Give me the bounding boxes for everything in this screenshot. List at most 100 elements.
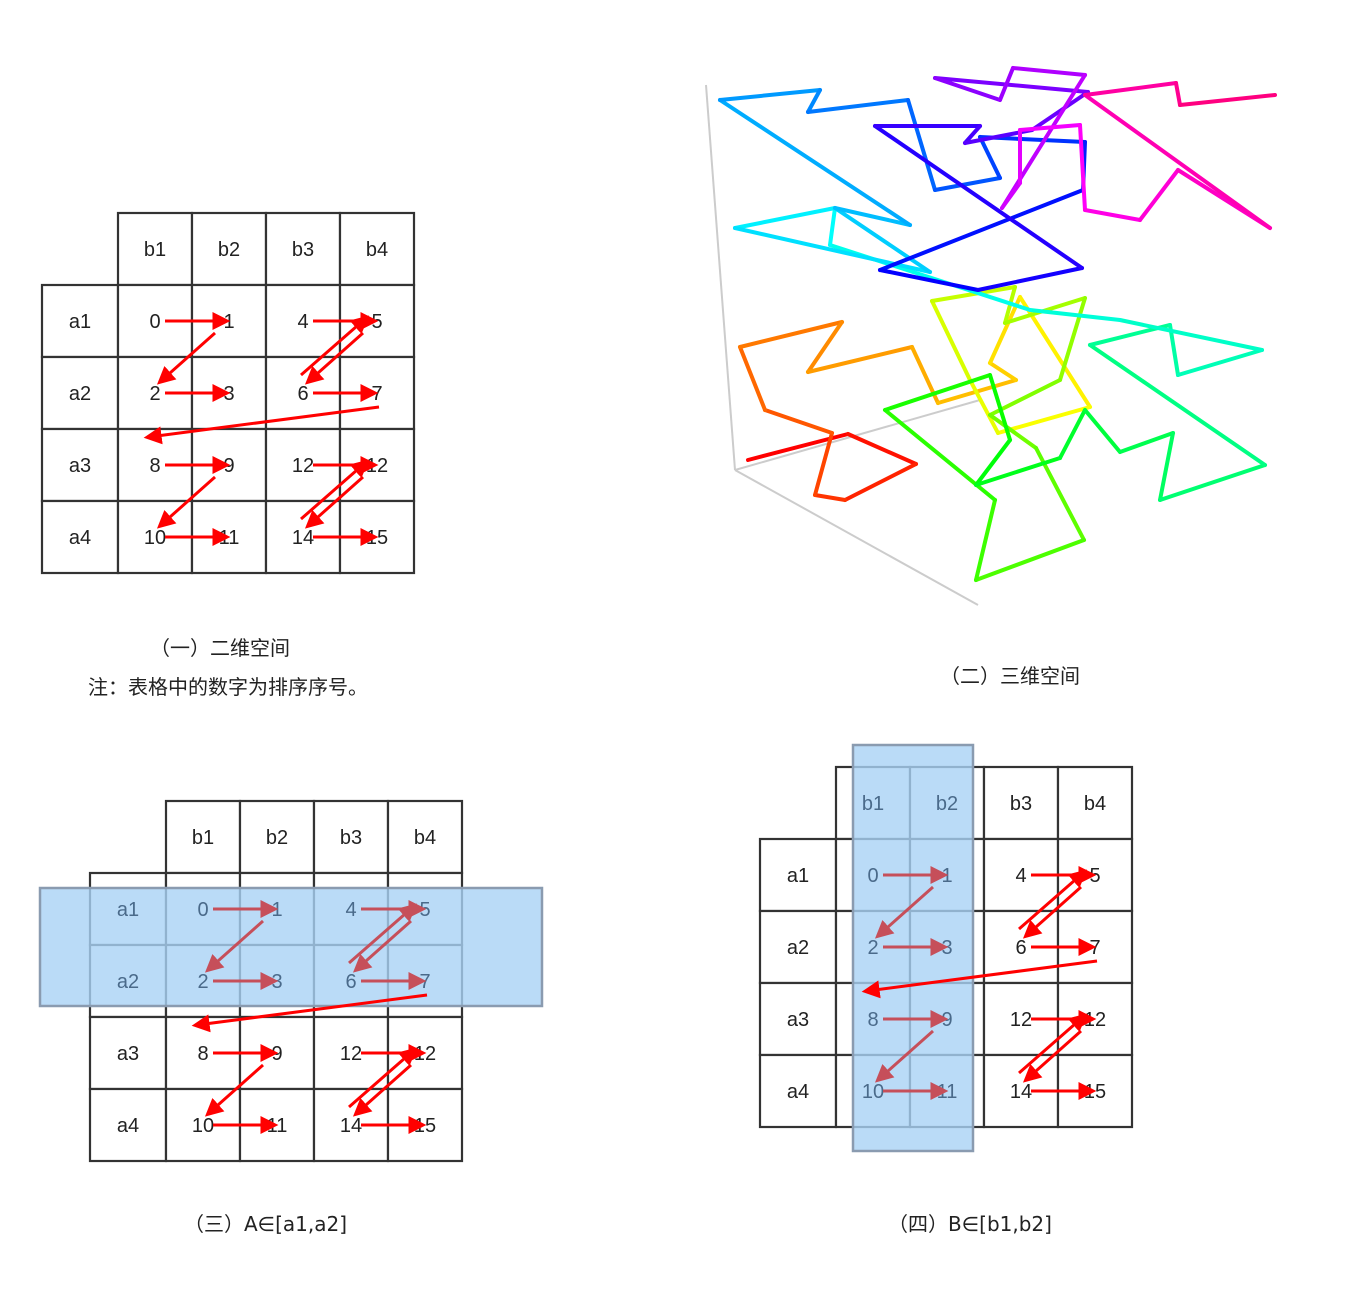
curve-segment [1088, 343, 1267, 467]
cell-number: 8 [149, 455, 160, 477]
cell-number: 10 [144, 527, 166, 549]
curve-segment [1083, 81, 1178, 97]
curve-segment [906, 98, 937, 192]
col-header-b1: b1 [144, 239, 166, 261]
curve-segment [1011, 66, 1087, 77]
curve-segment [974, 538, 1086, 582]
axis-y [734, 399, 981, 471]
cell-number: 5 [419, 899, 430, 921]
col-header-b3: b3 [1010, 793, 1032, 815]
col-header-cell [190, 211, 268, 287]
curve-segment [933, 76, 1002, 102]
order-arrow [348, 903, 418, 965]
order-arrow [156, 475, 216, 529]
cell-number: 10 [192, 1115, 214, 1137]
curve-segment [974, 456, 1062, 487]
caption-row-range: （三）A∈[a1,a2] [184, 1212, 348, 1236]
cell-number: 8 [197, 1043, 208, 1065]
curve-segment [833, 206, 912, 227]
col-header-b3: b3 [292, 239, 314, 261]
curve-segment [1030, 90, 1090, 132]
curve-3d-panel [705, 66, 1277, 606]
curve-segment [1174, 81, 1182, 107]
cell-number: 6 [345, 971, 356, 993]
row-header-cell [88, 1087, 168, 1163]
row-header-cell [40, 499, 120, 575]
curve-segment [930, 299, 972, 382]
cell-number: 12 [340, 1043, 362, 1065]
curve-segment [1078, 123, 1087, 212]
cell-number: 3 [271, 971, 282, 993]
curve-segment [978, 135, 1002, 180]
cell-number: 2 [149, 383, 160, 405]
row-header-a1: a1 [69, 311, 91, 333]
cell-number: 4 [345, 899, 356, 921]
order-arrow [204, 919, 264, 973]
order-arrow [874, 1029, 934, 1083]
col-header-cell [338, 211, 416, 287]
curve-segment [883, 408, 997, 502]
curve-segment [1176, 348, 1264, 377]
curve-segment [1178, 93, 1277, 107]
col-header-b2: b2 [218, 239, 240, 261]
curve-segment [878, 268, 980, 292]
curve-segment [846, 432, 918, 466]
curve-segment [806, 98, 910, 114]
curve-segment [1083, 408, 1122, 454]
cell-number: 7 [1089, 937, 1100, 959]
caption-note: 注：表格中的数字为排序序号。 [88, 675, 368, 699]
cell-number: 6 [297, 383, 308, 405]
axes-3d [705, 84, 981, 606]
hilbert-curve-3d [718, 66, 1277, 582]
col-header-b4: b4 [366, 239, 388, 261]
cell-number: 7 [419, 971, 430, 993]
curve-segment [974, 498, 997, 582]
order-arrow [348, 1047, 418, 1109]
curve-segment [733, 206, 837, 230]
row-header-a1: a1 [787, 865, 809, 887]
curve-segment [813, 431, 834, 497]
cell-number: 7 [371, 383, 382, 405]
curve-segment [1118, 431, 1175, 454]
order-arrow [304, 475, 364, 529]
cell-number: 9 [941, 1009, 952, 1031]
curve-segment [806, 345, 914, 374]
order-arrow [191, 993, 428, 1033]
curve-segment [1058, 408, 1087, 460]
curve-segment [763, 408, 834, 435]
cell-number: 8 [867, 1009, 878, 1031]
curve-segment [828, 206, 837, 247]
cell-number: 4 [297, 311, 308, 333]
cell-number: 5 [371, 311, 382, 333]
row-header-a1: a1 [117, 899, 139, 921]
order-arrow [156, 331, 216, 385]
curve-segment [873, 124, 1084, 270]
row-header-a3: a3 [69, 455, 91, 477]
curve-segment [883, 373, 992, 412]
curve-segment [843, 462, 918, 502]
cell-number: 2 [197, 971, 208, 993]
order-arrow [1018, 869, 1088, 931]
curve-segment [968, 378, 1000, 435]
curve-segment [1083, 208, 1142, 222]
curve-segment [718, 88, 822, 102]
row-header-a3: a3 [117, 1043, 139, 1065]
curve-segment [988, 361, 1018, 382]
order-arrow [874, 885, 934, 939]
curve-segment [718, 98, 912, 227]
row-header-cell [758, 909, 838, 985]
col-header-cell [164, 799, 242, 875]
cell-number: 0 [197, 899, 208, 921]
col-header-cell [386, 799, 464, 875]
row-header-a2: a2 [117, 971, 139, 993]
curve-segment [933, 176, 1002, 192]
axis-z [705, 84, 736, 471]
curve-segment [974, 438, 1012, 487]
order-arrow [861, 959, 1098, 999]
curve-segment [878, 188, 1085, 272]
col-header-b4: b4 [414, 827, 436, 849]
curve-segment [746, 432, 850, 462]
